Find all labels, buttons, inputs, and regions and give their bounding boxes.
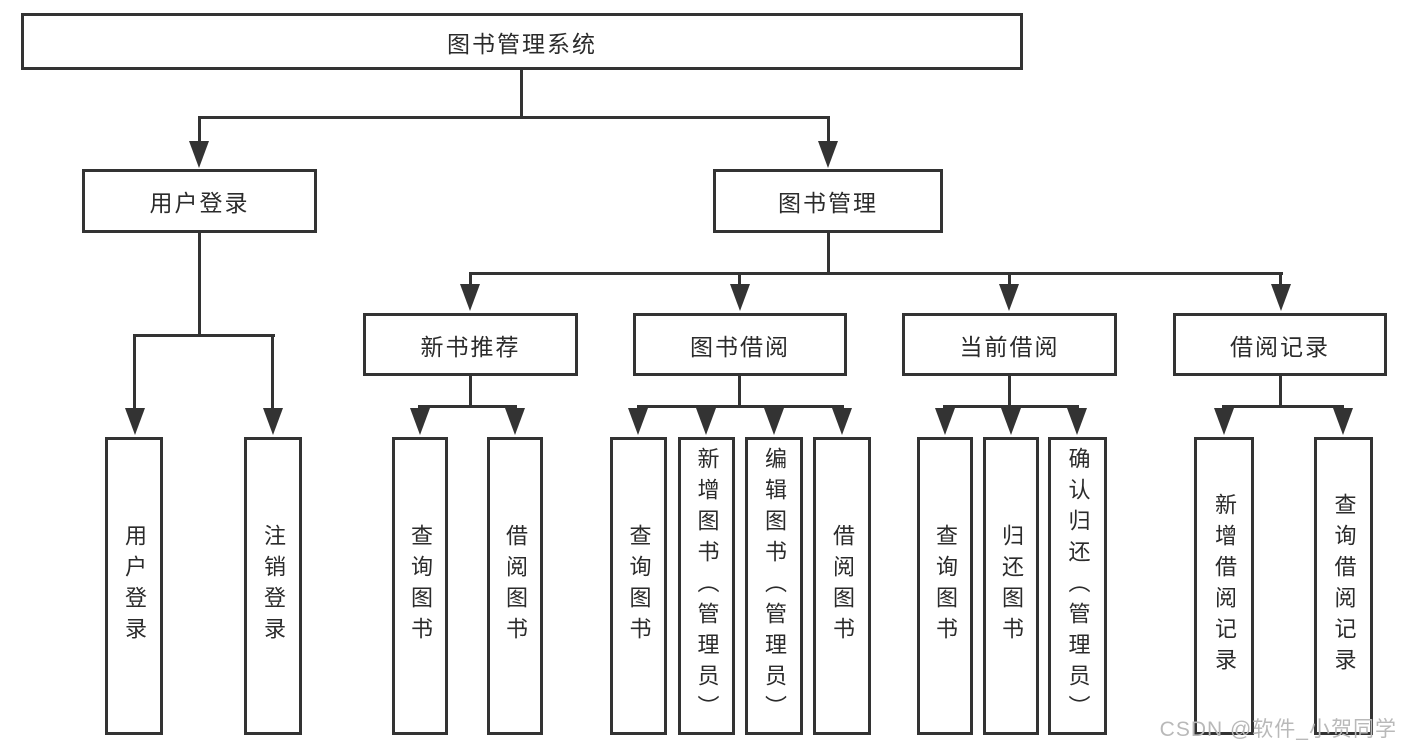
leaf-borrow-books-recommend: 借阅图书 — [487, 437, 543, 735]
arrow-down-icon — [505, 408, 525, 435]
connector-line — [198, 116, 201, 147]
connector-line — [827, 233, 830, 274]
leaf-edit-book-admin: 编辑图书（管理员） — [745, 437, 803, 735]
arrow-down-icon — [460, 284, 480, 311]
arrow-down-icon — [125, 408, 145, 435]
arrow-down-icon — [263, 408, 283, 435]
arrow-down-icon — [1067, 408, 1087, 435]
connector-line — [198, 233, 201, 337]
connector-line — [827, 116, 830, 147]
node-current-borrow: 当前借阅 — [902, 313, 1117, 376]
node-borrow-records: 借阅记录 — [1173, 313, 1387, 376]
leaf-query-borrow-record: 查询借阅记录 — [1314, 437, 1373, 735]
node-user-login: 用户登录 — [82, 169, 317, 233]
leaf-add-borrow-record: 新增借阅记录 — [1194, 437, 1254, 735]
leaf-user-login: 用户登录 — [105, 437, 163, 735]
connector-line — [1008, 272, 1011, 288]
connector-line — [1279, 272, 1282, 288]
connector-line — [469, 272, 472, 288]
arrow-down-icon — [628, 408, 648, 435]
connector-line — [738, 272, 741, 288]
arrow-down-icon — [1214, 408, 1234, 435]
node-new-book-recommend: 新书推荐 — [363, 313, 578, 376]
leaf-query-books-recommend: 查询图书 — [392, 437, 448, 735]
node-book-management: 图书管理 — [713, 169, 943, 233]
connector-line — [520, 70, 523, 119]
leaf-logout: 注销登录 — [244, 437, 302, 735]
arrow-down-icon — [1333, 408, 1353, 435]
connector-line — [1222, 405, 1344, 408]
node-library-system: 图书管理系统 — [21, 13, 1023, 70]
arrow-down-icon — [764, 408, 784, 435]
node-book-borrow: 图书借阅 — [633, 313, 847, 376]
connector-line — [1008, 376, 1011, 407]
leaf-return-book: 归还图书 — [983, 437, 1039, 735]
watermark: CSDN @软件_小贺同学 — [1159, 718, 1397, 741]
arrow-down-icon — [189, 141, 209, 168]
leaf-query-books-current: 查询图书 — [917, 437, 973, 735]
connector-line — [198, 116, 830, 119]
connector-line — [1279, 376, 1282, 407]
connector-line — [133, 334, 136, 414]
leaf-add-book-admin: 新增图书（管理员） — [678, 437, 735, 735]
connector-line — [738, 376, 741, 407]
connector-line — [418, 405, 517, 408]
arrow-down-icon — [410, 408, 430, 435]
arrow-down-icon — [1271, 284, 1291, 311]
arrow-down-icon — [730, 284, 750, 311]
connector-line — [469, 272, 1283, 275]
leaf-confirm-return-admin: 确认归还（管理员） — [1048, 437, 1107, 735]
arrow-down-icon — [818, 141, 838, 168]
connector-line — [469, 376, 472, 407]
connector-line — [637, 405, 844, 408]
connector-line — [133, 334, 275, 337]
arrow-down-icon — [832, 408, 852, 435]
arrow-down-icon — [696, 408, 716, 435]
arrow-down-icon — [935, 408, 955, 435]
arrow-down-icon — [999, 284, 1019, 311]
leaf-query-books-borrow: 查询图书 — [610, 437, 667, 735]
arrow-down-icon — [1001, 408, 1021, 435]
leaf-borrow-books: 借阅图书 — [813, 437, 871, 735]
connector-line — [271, 334, 274, 414]
